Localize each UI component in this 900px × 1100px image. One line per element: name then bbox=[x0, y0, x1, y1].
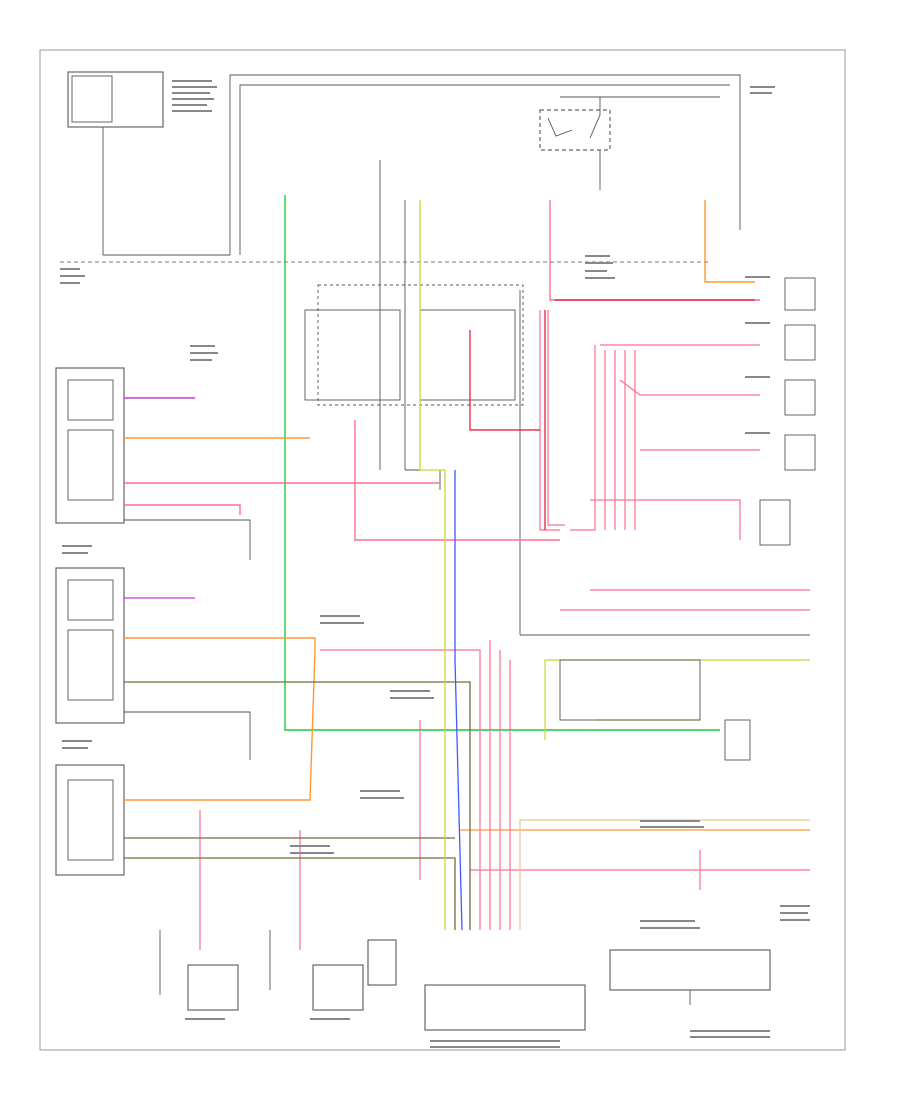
wire-pink-3 bbox=[354, 420, 560, 541]
ground-left bbox=[124, 519, 251, 760]
wire-yellow-green-2 bbox=[544, 659, 810, 740]
top-bus bbox=[229, 74, 741, 255]
left-switch-2 bbox=[55, 567, 125, 724]
diagram-frame bbox=[39, 49, 846, 1051]
left-switch-3 bbox=[55, 764, 125, 876]
switch-block bbox=[304, 160, 810, 636]
relay-top-right bbox=[539, 97, 611, 190]
wire-dark-1 bbox=[124, 681, 471, 930]
wire-tan bbox=[519, 819, 810, 930]
wire-red-1 bbox=[469, 330, 540, 431]
lower-right-module bbox=[559, 659, 771, 1005]
wire-orange-2 bbox=[124, 637, 316, 801]
wire-yellow-green bbox=[419, 200, 446, 930]
right-connectors bbox=[724, 277, 816, 761]
wire-pink-4 bbox=[549, 200, 760, 301]
wire-green bbox=[284, 195, 720, 731]
wire-blue bbox=[454, 470, 463, 931]
bottom-connectors bbox=[159, 930, 586, 1031]
wire-pink-8 bbox=[590, 499, 741, 540]
fuse-block-component bbox=[67, 71, 230, 256]
wire-pink-6 bbox=[619, 379, 760, 396]
wire-orange-3 bbox=[704, 200, 755, 283]
wire-pink-2 bbox=[124, 504, 241, 515]
label-fragments bbox=[60, 80, 810, 1048]
wire-dark-3 bbox=[124, 857, 456, 930]
wire-pink-bundle bbox=[320, 310, 636, 930]
left-switch-1 bbox=[55, 367, 125, 524]
